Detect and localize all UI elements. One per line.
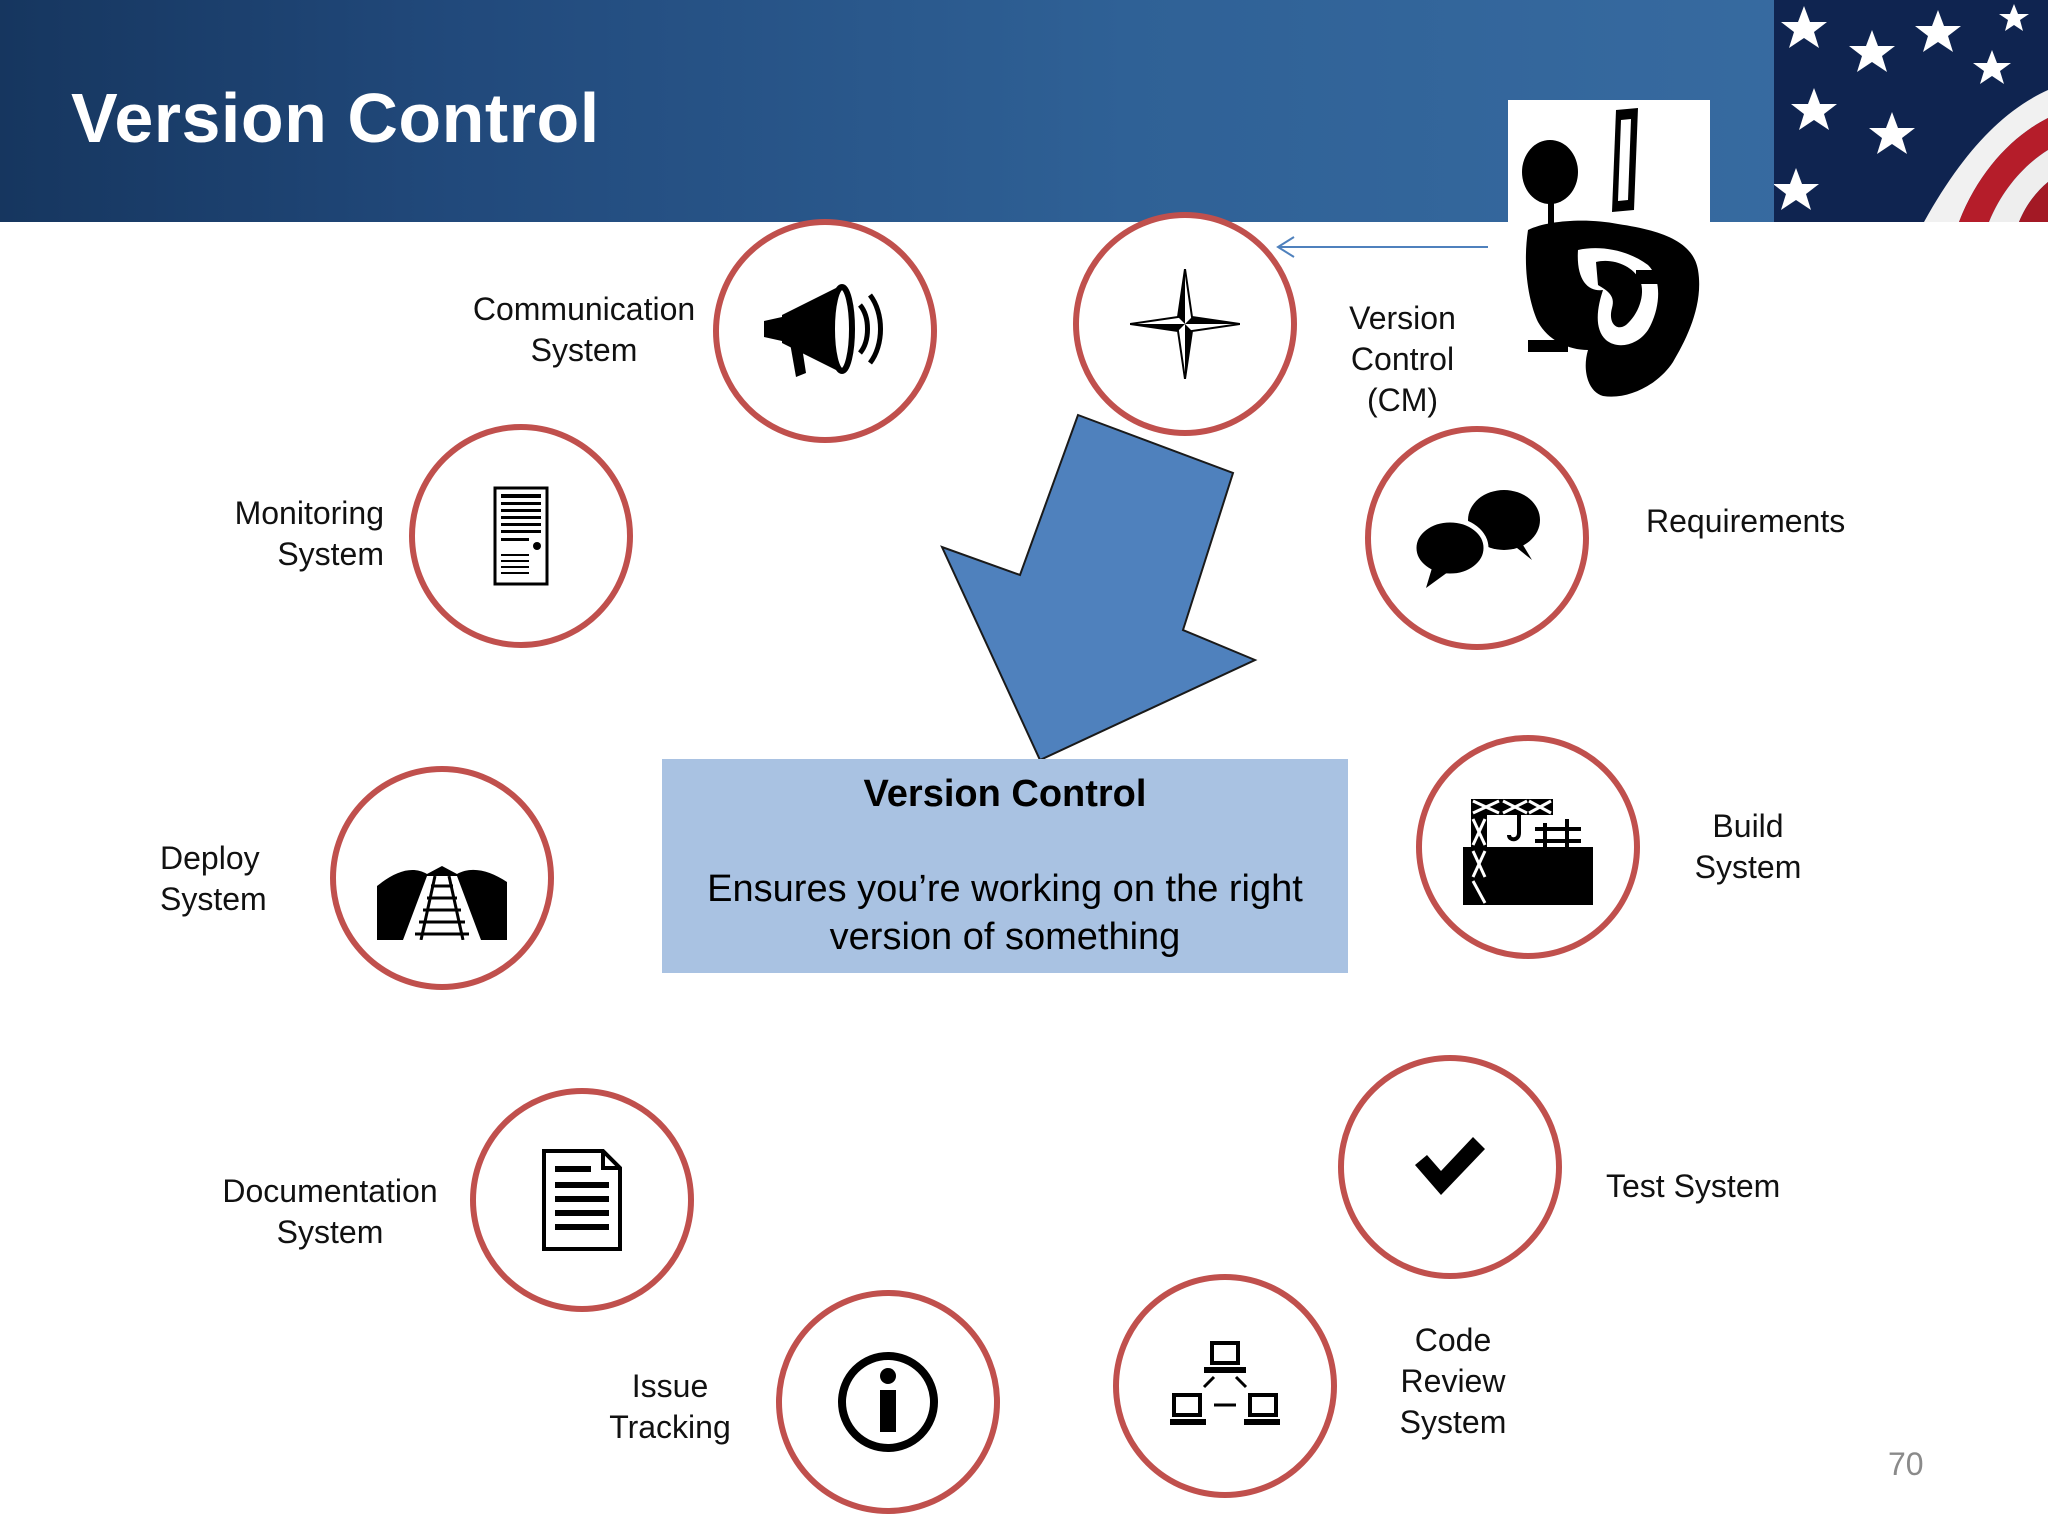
construction-crane-icon bbox=[1463, 799, 1593, 905]
node-version-control bbox=[1073, 212, 1297, 436]
compass-star-icon bbox=[1130, 269, 1240, 379]
node-documentation-system bbox=[470, 1088, 694, 1312]
speech-bubbles-icon bbox=[1412, 490, 1540, 588]
railroad-track-icon bbox=[377, 866, 507, 941]
center-heading: Version Control bbox=[863, 773, 1147, 815]
slide-header: Version Control bbox=[0, 0, 2048, 222]
american-flag-icon bbox=[1774, 0, 2048, 222]
server-tower-icon bbox=[493, 486, 549, 586]
node-code-review-system bbox=[1113, 1274, 1337, 1498]
node-communication-system bbox=[713, 219, 937, 443]
label-requirements: Requirements bbox=[1646, 503, 1846, 539]
node-build-system bbox=[1416, 735, 1640, 959]
center-description: Ensures you’re working on the right vers… bbox=[707, 868, 1303, 958]
node-deploy-system bbox=[330, 766, 554, 990]
checkmark-icon bbox=[1415, 1137, 1485, 1195]
node-monitoring-system bbox=[409, 424, 633, 648]
down-left-arrow-icon bbox=[940, 413, 1258, 762]
ship-helmsman-icon bbox=[1508, 100, 1710, 397]
page-number: 70 bbox=[1888, 1446, 1924, 1482]
node-requirements bbox=[1365, 426, 1589, 650]
slide-title: Version Control bbox=[71, 79, 600, 157]
label-test-system: Test System bbox=[1606, 1168, 1781, 1204]
node-issue-tracking bbox=[776, 1290, 1000, 1514]
network-computers-icon bbox=[1170, 1341, 1280, 1425]
document-icon bbox=[542, 1149, 622, 1251]
center-description-box: Version Control Ensures you’re working o… bbox=[662, 759, 1348, 973]
info-icon bbox=[838, 1352, 938, 1452]
megaphone-icon bbox=[764, 284, 883, 377]
node-test-system bbox=[1338, 1055, 1562, 1279]
pointer-arrow bbox=[1276, 236, 1488, 258]
